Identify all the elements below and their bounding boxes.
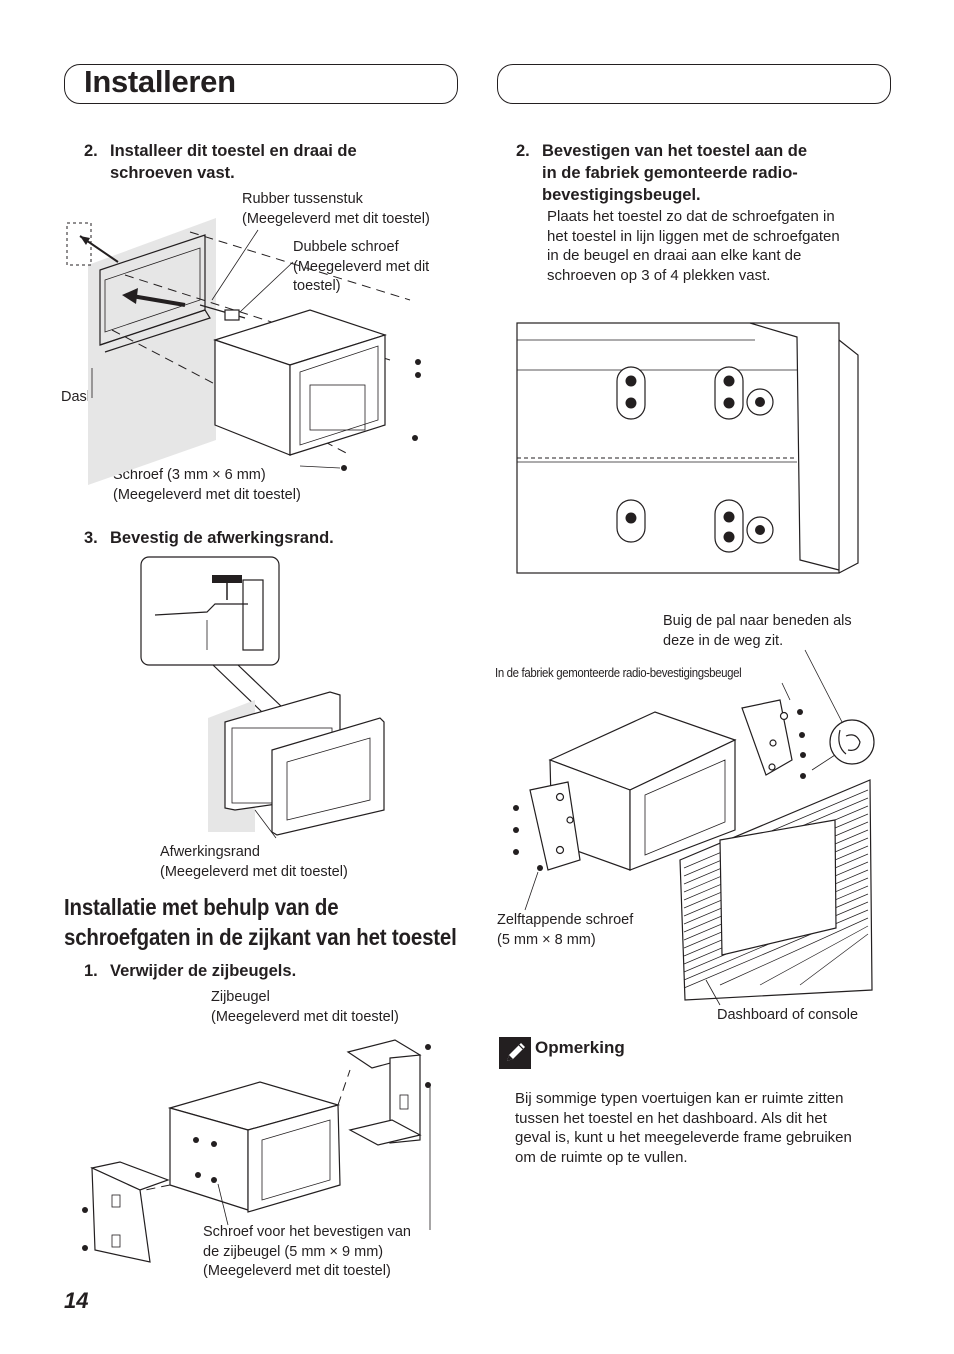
label-rubber: Rubber tussenstuk(Meegeleverd met dit to… — [242, 191, 430, 227]
left-step-1: 1. Verwijder de zijbeugels. — [84, 962, 297, 980]
label-afwerkingsrand: Afwerkingsrand(Meegeleverd met dit toest… — [160, 844, 348, 880]
note-body: Bij sommige typen voertuigen kan er ruim… — [515, 1090, 852, 1166]
note-title: Opmerking — [535, 1038, 625, 1057]
left-step-3: 3. Bevestig de afwerkingsrand. — [84, 529, 334, 547]
label-zelftappende-schroef: Zelftappende schroef(5 mm × 8 mm) — [497, 912, 634, 948]
pencil-icon — [499, 1037, 531, 1069]
right-step-2: 2. Bevestigen van het toestel aan de in … — [516, 142, 808, 204]
page-number: 14 — [64, 1288, 89, 1313]
right-step-2-body: Plaats het toestel zo dat de schroefgate… — [547, 208, 840, 284]
label-schroef-3x6: Schroef (3 mm × 6 mm)(Meegeleverd met di… — [113, 467, 301, 503]
header-right-box — [497, 64, 891, 104]
left-step-2: 2. Installeer dit toestel en draai de sc… — [84, 142, 357, 182]
section-heading: Installatie met behulp van de schroefgat… — [64, 894, 457, 950]
label-fabriek-beugel: In de fabriek gemonteerde radio-bevestig… — [495, 665, 742, 680]
label-zijbeugel: Zijbeugel(Meegeleverd met dit toestel) — [211, 989, 399, 1025]
page-title: Installeren — [84, 64, 236, 99]
label-dashboard-console: Dashboard of console — [717, 1007, 859, 1023]
header-left-box — [64, 64, 458, 104]
